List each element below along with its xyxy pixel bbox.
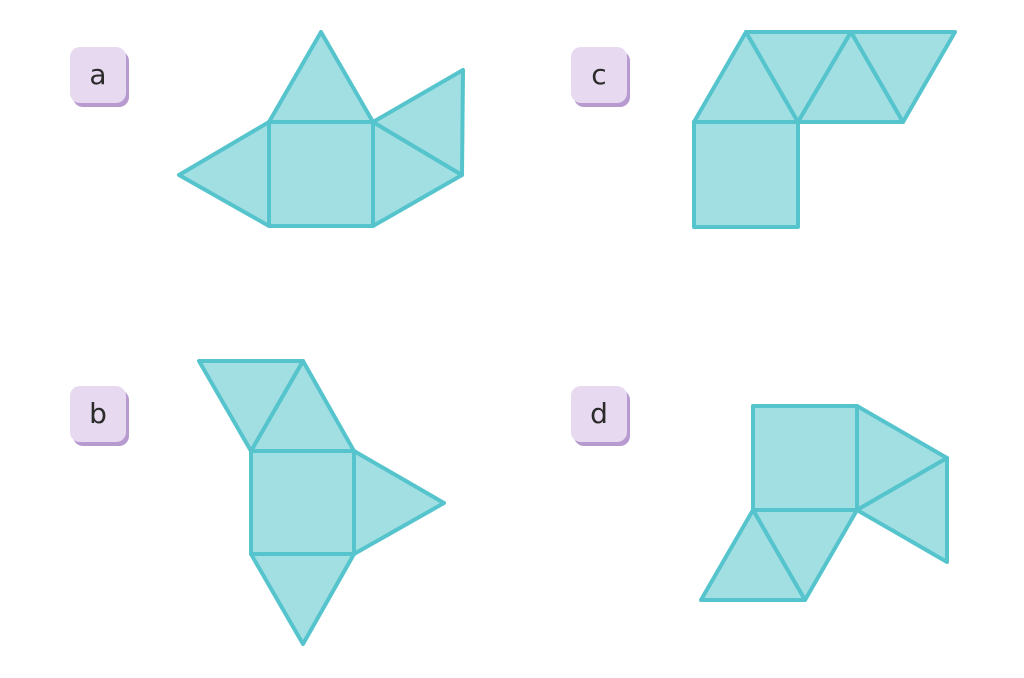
- net-b[interactable]: [197, 359, 446, 646]
- net-b-square: [249, 449, 356, 556]
- net-b-outer-triangle: [197, 359, 305, 453]
- option-c-label[interactable]: c: [571, 47, 627, 103]
- net-a[interactable]: [177, 30, 465, 228]
- net-c-square: [692, 120, 800, 229]
- option-b-label-text: b: [89, 397, 107, 430]
- net-d-bottom-triangle-2: [699, 508, 807, 602]
- net-d[interactable]: [699, 404, 949, 602]
- net-d-square: [751, 404, 859, 512]
- option-b-label[interactable]: b: [70, 386, 126, 442]
- option-d-label-text: d: [590, 397, 608, 430]
- option-a-label[interactable]: a: [70, 47, 126, 103]
- net-a-square: [267, 120, 375, 228]
- option-d-label[interactable]: d: [571, 386, 627, 442]
- option-a-label-text: a: [89, 58, 107, 91]
- net-c-triangle-4: [849, 30, 957, 124]
- net-b-bottom-triangle: [249, 552, 356, 646]
- option-c-label-text: c: [591, 58, 607, 91]
- net-c[interactable]: [692, 30, 957, 229]
- net-a-outer-triangle: [371, 68, 465, 177]
- net-a-top-triangle: [267, 30, 375, 124]
- net-d-right-triangle-2: [855, 456, 949, 564]
- net-b-right-triangle: [352, 449, 446, 556]
- net-a-left-triangle: [177, 120, 271, 228]
